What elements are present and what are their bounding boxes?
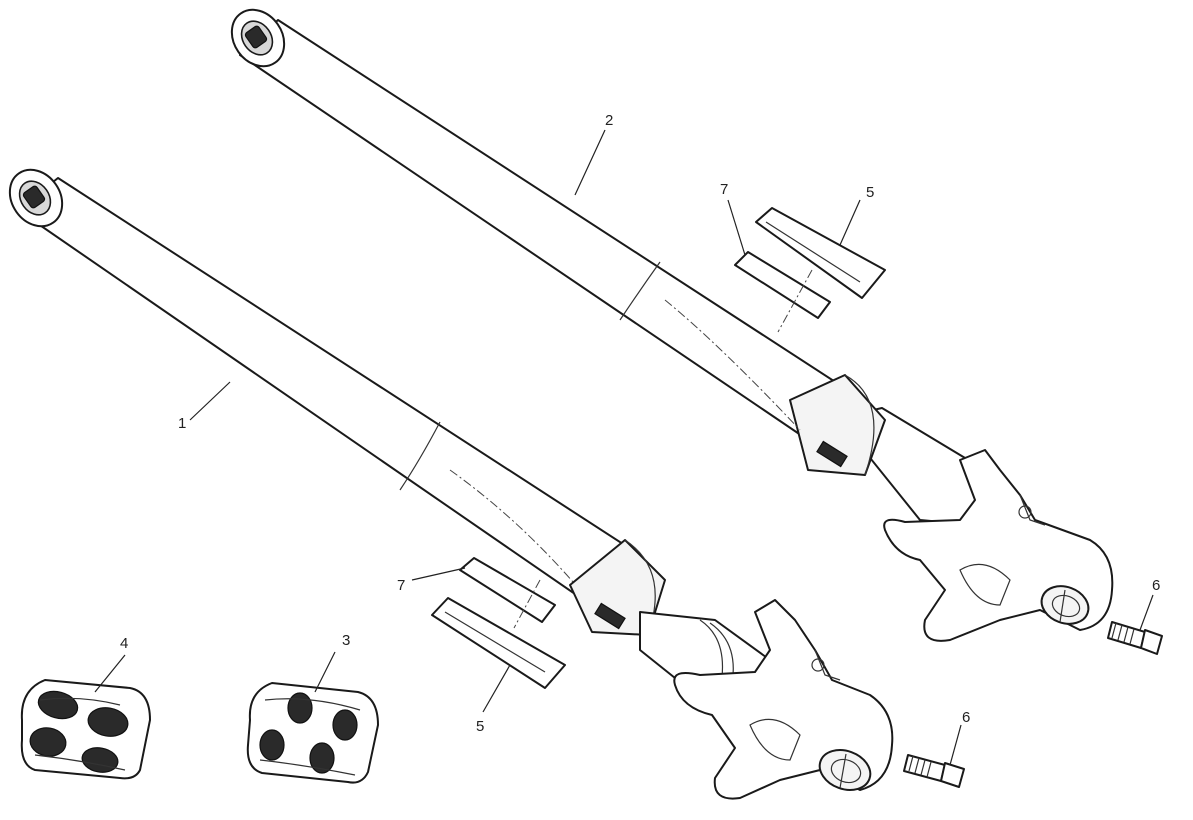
protector-pad-5b <box>431 597 566 689</box>
fork-foot-1 <box>673 599 894 800</box>
rubber-plug-kit-4 <box>20 679 151 780</box>
callout-1: 1 <box>178 415 186 432</box>
callout-4: 4 <box>120 635 128 652</box>
assembly-line-upper <box>777 269 813 333</box>
adhesive-strip-7a <box>734 251 831 319</box>
fork-cap-2 <box>230 8 286 68</box>
fork-leg-2 <box>230 8 1163 655</box>
leader-1 <box>189 381 231 421</box>
fork-foot-2 <box>883 449 1114 642</box>
axle-pinch-bolt-6b <box>903 754 965 788</box>
callout-3: 3 <box>342 632 350 649</box>
callout-2: 2 <box>605 112 613 129</box>
leader-7b <box>411 567 466 581</box>
leader-3 <box>314 651 336 693</box>
callout-labels: 1 2 3 4 5 5 6 6 7 7 <box>120 112 1160 735</box>
callout-6a: 6 <box>1152 577 1160 594</box>
brand-plate-1 <box>594 602 626 630</box>
axle-pinch-bolt-6a <box>1107 621 1163 655</box>
rubber-plug-kit-3 <box>246 682 379 784</box>
callout-5b: 5 <box>476 718 484 735</box>
fork-cap-1 <box>8 168 64 228</box>
adhesive-strip-7b <box>459 557 556 623</box>
leader-2 <box>574 129 606 196</box>
leader-6b <box>949 724 962 766</box>
leader-5b <box>482 664 511 713</box>
leader-7a <box>727 199 746 256</box>
protector-pad-5a <box>755 207 886 299</box>
callout-7a: 7 <box>720 181 728 198</box>
brand-plate-2 <box>816 440 848 468</box>
leader-5a <box>839 199 861 246</box>
callout-6b: 6 <box>962 709 970 726</box>
callout-7b: 7 <box>397 577 405 594</box>
leader-lines <box>94 129 1154 766</box>
leader-6a <box>1139 594 1154 631</box>
callout-5a: 5 <box>866 184 874 201</box>
leader-4 <box>94 654 126 693</box>
fork-leg-1 <box>8 168 965 800</box>
